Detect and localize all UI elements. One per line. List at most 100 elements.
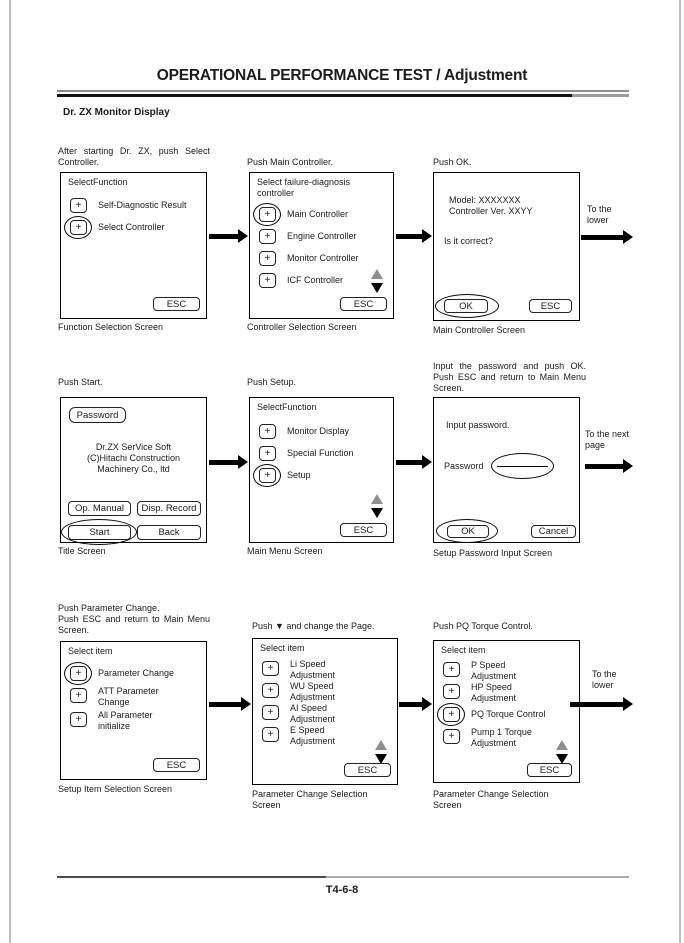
- screen-heading: Select item: [441, 645, 486, 655]
- screen-caption: Parameter Change Selection Screen: [252, 789, 368, 810]
- instruction-main-menu: Push Setup.: [247, 377, 297, 387]
- emphasis-ellipse: [253, 203, 281, 226]
- plus-button-icon: +: [70, 198, 87, 213]
- screen-controller-selection: Select failure-diagnosis controller + Ma…: [249, 172, 394, 319]
- esc-button: ESC: [527, 763, 572, 777]
- software-title-line: (C)Hitachi Construction: [86, 453, 181, 463]
- screen-caption: Function Selection Screen: [58, 322, 164, 332]
- menu-item-label: Special Function: [287, 448, 354, 458]
- menu-item-label: Setup: [287, 470, 311, 480]
- op-manual-button: Op. Manual: [68, 501, 131, 516]
- scroll-down-icon: [375, 754, 387, 764]
- menu-item-label: Monitor Controller: [287, 253, 359, 263]
- emphasis-ellipse: [435, 294, 499, 318]
- scroll-up-icon: [556, 740, 568, 750]
- software-title-line: Machinery Co., ltd: [97, 464, 170, 474]
- flow-arrow-right: [581, 230, 633, 245]
- flow-arrow-right: [570, 697, 633, 712]
- instruction-param-change-1: Push ▼ and change the Page.: [252, 621, 375, 631]
- scroll-down-icon: [556, 754, 568, 764]
- plus-button-icon: +: [443, 662, 460, 677]
- screen-caption: Main Menu Screen: [247, 546, 323, 556]
- screen-caption: Title Screen: [58, 546, 106, 556]
- emphasis-ellipse: [64, 216, 92, 239]
- flow-arrow-right: [396, 229, 432, 244]
- screen-setup-item: Select item + Parameter Change + ATT Par…: [60, 641, 207, 780]
- note-to-lower: To the lower: [592, 669, 617, 690]
- plus-button-icon: +: [259, 251, 276, 266]
- flow-arrow-right: [585, 459, 633, 474]
- screen-heading: SelectFunction: [257, 402, 317, 412]
- menu-item-label: E Speed Adjustment: [290, 725, 336, 746]
- footer-rule: [57, 876, 629, 878]
- flow-arrow-right: [399, 697, 432, 712]
- menu-item-label: Monitor Display: [287, 426, 350, 436]
- page-right-edge: [679, 0, 681, 943]
- menu-item-label: PQ Torque Control: [471, 709, 546, 719]
- page-number: T4-6-8: [325, 884, 359, 896]
- screen-main-controller: Model: XXXXXXX Controller Ver. XXYY Is i…: [433, 172, 580, 321]
- plus-button-icon: +: [259, 424, 276, 439]
- plus-button-icon: +: [443, 729, 460, 744]
- software-title-line: Dr.ZX SerVice Soft: [95, 442, 172, 452]
- instruction-password-input: Input the password and push OK. Push ESC…: [433, 361, 586, 393]
- emphasis-ellipse: [61, 519, 137, 545]
- scroll-down-icon: [371, 508, 383, 518]
- plus-button-icon: +: [70, 688, 87, 703]
- screen-password-input: Input password. Password OK Cancel: [433, 397, 580, 543]
- menu-item-label: ATT Parameter Change: [98, 686, 159, 707]
- password-underline: [497, 465, 548, 467]
- esc-button: ESC: [344, 763, 391, 777]
- plus-button-icon: +: [262, 683, 279, 698]
- screen-caption: Setup Item Selection Screen: [58, 784, 173, 794]
- menu-item-label: AI Speed Adjustment: [290, 703, 336, 724]
- emphasis-ellipse: [64, 662, 92, 685]
- esc-button: ESC: [153, 297, 200, 311]
- instruction-controller-selection: Push Main Controller.: [247, 157, 334, 167]
- plus-button-icon: +: [259, 273, 276, 288]
- emphasis-ellipse: [436, 519, 498, 543]
- screen-caption: Setup Password Input Screen: [433, 548, 553, 558]
- instruction-setup-item-line2: Push ESC and return to Main Menu Screen.: [58, 614, 210, 635]
- scroll-up-icon: [375, 740, 387, 750]
- emphasis-ellipse: [253, 464, 281, 487]
- instruction-main-controller: Push OK.: [433, 157, 472, 167]
- plus-button-icon: +: [70, 712, 87, 727]
- instruction-setup-item-line1: Push Parameter Change.: [58, 603, 160, 613]
- screen-title: Password Dr.ZX SerVice Soft (C)Hitachi C…: [60, 397, 207, 545]
- screen-param-change-2: Select item + P Speed Adjustment + HP Sp…: [433, 640, 580, 783]
- plus-button-icon: +: [262, 705, 279, 720]
- screen-heading: SelectFunction: [68, 177, 128, 187]
- model-text: Model: XXXXXXX: [449, 195, 521, 205]
- password-prompt: Input password.: [446, 420, 510, 430]
- plus-button-icon: +: [259, 446, 276, 461]
- instruction-function-selection: After starting Dr. ZX, push Select Contr…: [58, 146, 210, 167]
- menu-item-label: Engine Controller: [287, 231, 357, 241]
- note-to-lower: To the lower: [587, 204, 612, 225]
- section-title: Dr. ZX Monitor Display: [63, 107, 170, 118]
- disp-record-button: Disp. Record: [137, 501, 201, 516]
- plus-button-icon: +: [262, 661, 279, 676]
- instruction-param-change-2: Push PQ Torque Control.: [433, 621, 533, 631]
- screen-caption: Parameter Change Selection Screen: [433, 789, 549, 810]
- instruction-title-screen: Push Start.: [58, 377, 103, 387]
- menu-item-label: HP Speed Adjustment: [471, 682, 517, 703]
- cancel-button: Cancel: [531, 525, 576, 538]
- menu-item-label: Main Controller: [287, 209, 349, 219]
- menu-item-label: P Speed Adjustment: [471, 660, 517, 681]
- flow-arrow-right: [209, 229, 248, 244]
- menu-item-label: WU Speed Adjustment: [290, 681, 336, 702]
- flow-arrow-right: [209, 697, 251, 712]
- screen-function-selection: SelectFunction + Self-Diagnostic Result …: [60, 172, 207, 319]
- screen-caption: Main Controller Screen: [433, 325, 526, 335]
- esc-button: ESC: [529, 299, 572, 313]
- header-rule: [57, 90, 629, 97]
- menu-item-label: ICF Controller: [287, 275, 344, 285]
- menu-item-label: Parameter Change: [98, 668, 175, 678]
- screen-caption: Controller Selection Screen: [247, 322, 357, 332]
- esc-button: ESC: [340, 523, 387, 537]
- screen-main-menu: SelectFunction + Monitor Display + Speci…: [249, 397, 394, 543]
- emphasis-ellipse: [437, 703, 465, 726]
- screen-heading: Select item: [260, 643, 305, 653]
- flow-arrow-right: [209, 455, 248, 470]
